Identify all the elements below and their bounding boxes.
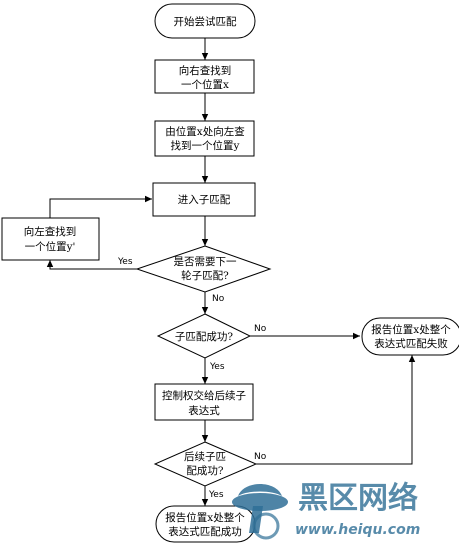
edge-label-yes-sub-ok: Yes [209, 362, 225, 372]
watermark: 黑区网络 www.heiqu.com [232, 481, 420, 540]
node-find-right: 向右查找到 一个位置x [154, 59, 255, 94]
edge-label-no-sub-ok: No [254, 324, 267, 334]
node-left-y-line2: 一个位置y' [25, 240, 76, 253]
watermark-logo-icon [232, 484, 288, 540]
watermark-url: www.heiqu.com [295, 522, 420, 538]
edge-left-y-to-enter-sub [49, 195, 152, 218]
node-next-round-line1: 是否需要下一 [174, 256, 237, 268]
node-from-x-line2: 找到一个位置y [171, 139, 240, 152]
node-follow-ok-line2: 配成功? [186, 465, 223, 477]
edge-follow-ok-no [256, 355, 416, 465]
node-fail-line1: 报告位置x处整个 [371, 323, 451, 336]
node-from-x: 由位置x处向左查 找到一个位置y [154, 120, 255, 157]
edge-label-no-next-round: No [212, 294, 225, 304]
node-start-label: 开始尝试匹配 [174, 15, 237, 28]
node-sub-ok: 子匹配成功? [156, 313, 252, 359]
edge-label-no-follow-ok: No [254, 452, 267, 462]
node-enter-sub: 进入子匹配 [152, 182, 256, 217]
edges [46, 38, 416, 506]
node-fail: 报告位置x处整个 表达式匹配失败 [361, 317, 459, 356]
edge-next-round-yes [46, 260, 137, 270]
node-handover-line1: 控制权交给后续子 [162, 389, 246, 402]
node-find-right-line2: 一个位置x [181, 78, 229, 91]
node-success: 报告位置x处整个 表达式匹配成功 [155, 505, 256, 543]
node-next-round: 是否需要下一 轮子匹配? [135, 245, 272, 293]
edge-label-yes-follow-ok: Yes [208, 490, 224, 500]
node-start: 开始尝试匹配 [154, 3, 256, 39]
node-enter-sub-label: 进入子匹配 [178, 194, 231, 206]
node-find-right-line1: 向右查找到 [179, 64, 232, 77]
node-handover: 控制权交给后续子 表达式 [154, 383, 254, 421]
node-sub-ok-label: 子匹配成功? [175, 331, 233, 343]
edge-label-yes-next-round: Yes [117, 257, 133, 267]
node-handover-line2: 表达式 [188, 404, 220, 417]
node-success-line1: 报告位置x处整个 [165, 511, 245, 524]
node-fail-line2: 表达式匹配失败 [374, 337, 448, 350]
node-next-round-line2: 轮子匹配? [181, 269, 229, 282]
node-follow-ok: 后续子匹 配成功? [153, 441, 258, 487]
node-from-x-line1: 由位置x处向左查 [165, 125, 245, 138]
node-follow-ok-line1: 后续子匹 [184, 450, 226, 463]
watermark-name: 黑区网络 [298, 481, 418, 516]
node-success-line2: 表达式匹配成功 [168, 525, 242, 538]
node-left-y: 向左查找到 一个位置y' [1, 217, 100, 261]
node-left-y-line1: 向左查找到 [24, 225, 77, 238]
